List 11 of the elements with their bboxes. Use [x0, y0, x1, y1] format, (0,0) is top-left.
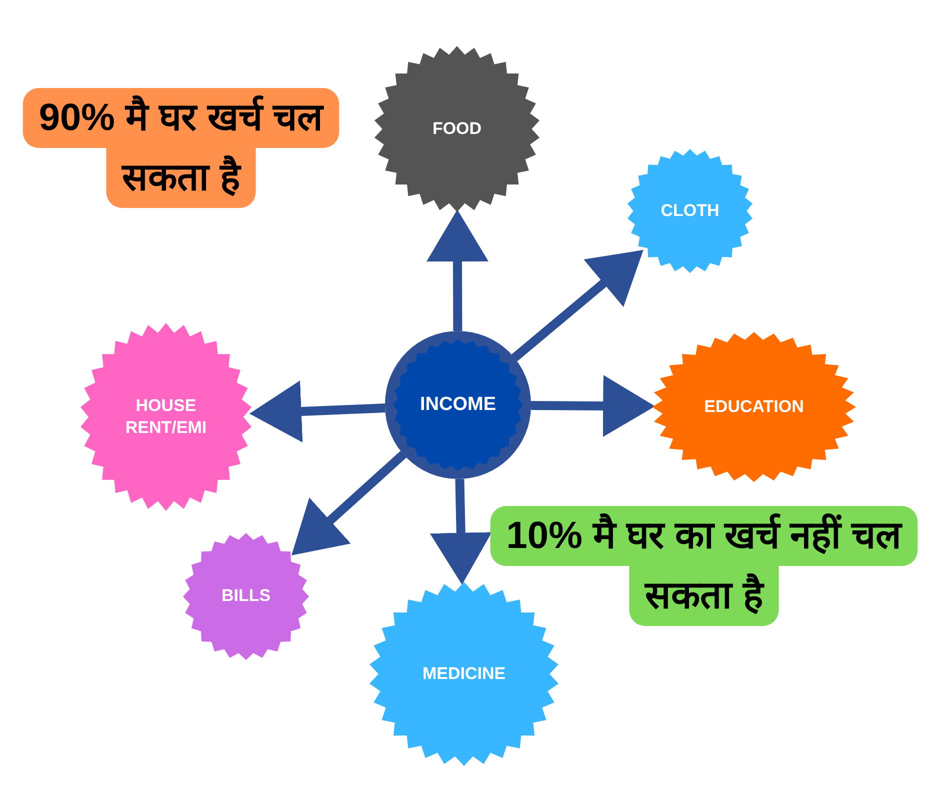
arrow	[426, 209, 488, 332]
node-label: INCOME	[420, 393, 496, 417]
arrow	[249, 380, 386, 442]
node-label: MEDICINE	[422, 662, 506, 685]
node-label: HOUSE RENT/EMI	[124, 394, 208, 439]
arrow	[530, 374, 656, 437]
arrow	[430, 478, 492, 585]
node-label: EDUCATION	[704, 396, 804, 418]
node-label: FOOD	[432, 118, 482, 140]
node-label: BILLS	[221, 585, 271, 608]
node-label: CLOTH	[660, 200, 720, 222]
